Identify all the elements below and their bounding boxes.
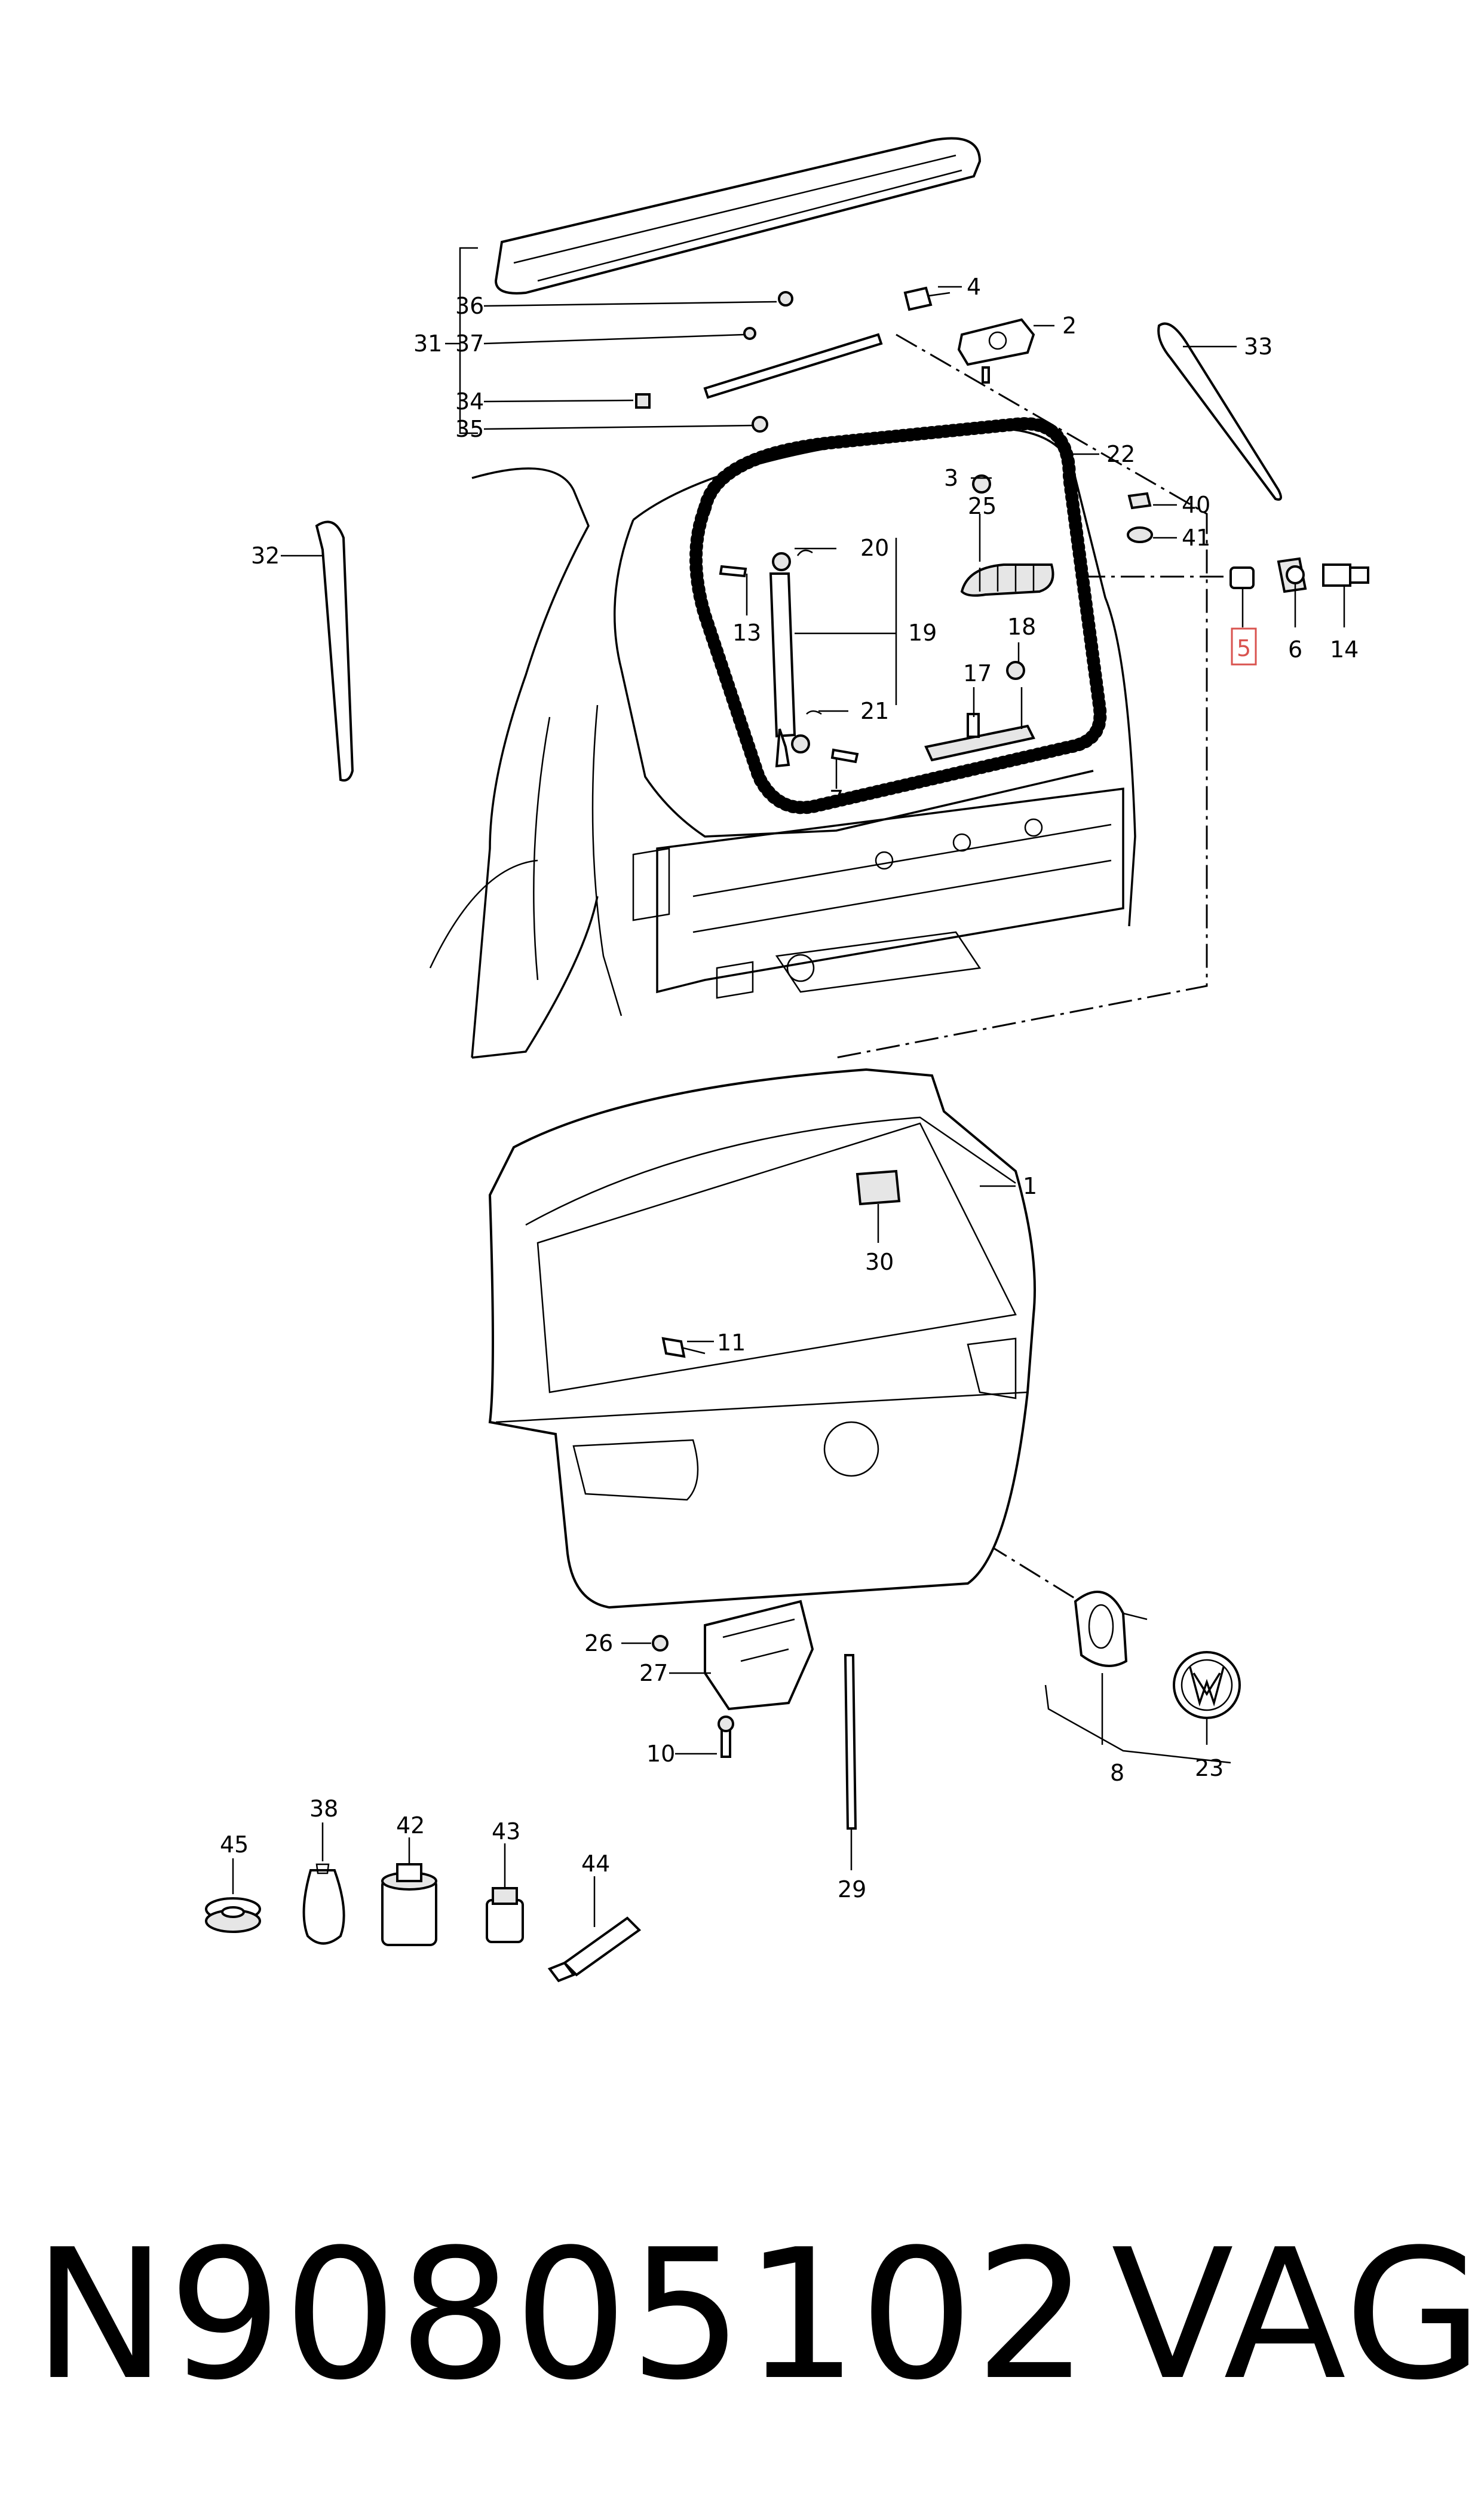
adhesive-tube [547,1916,642,1983]
spoiler-fasteners [635,291,883,433]
callout-43: 43 [492,1818,520,1845]
callout-21: 21 [860,698,889,724]
callout-10: 10 [646,1741,675,1767]
latch [704,1600,814,1711]
rear-spoiler [494,137,982,295]
emblem-housing [1074,1591,1148,1667]
sealant-bag [302,1863,345,1945]
callout-8: 8 [1110,1760,1124,1786]
tailgate-seal [689,417,1107,814]
callout-27: 27 [639,1660,668,1686]
callout-36: 36 [455,293,484,319]
callout-13: 13 [732,620,761,646]
vw-emblem [1173,1651,1241,1719]
callout-42: 42 [396,1812,425,1839]
primer-can [381,1863,437,1946]
callout-45: 45 [220,1831,249,1858]
fastener-set-5-6-14 [1229,557,1369,593]
part-number: N90805102 [33,2211,1090,2419]
callout-35: 35 [455,416,484,442]
leader-lines [232,286,1345,1927]
callout-29: 29 [838,1876,866,1903]
parts-diagram: 1 2 3 4 5 6 7 8 10 11 13 14 17 18 19 20 … [205,137,1369,1983]
callout-4: 4 [967,274,981,300]
callout-40: 40 [1182,492,1210,518]
callout-23: 23 [1195,1755,1224,1781]
callout-25: 25 [968,493,997,519]
callout-1: 1 [1023,1173,1037,1199]
brand-name: VAG [1111,2211,1484,2419]
callout-30: 30 [865,1249,894,1275]
tape-roll [205,1897,261,1933]
callout-14: 14 [1330,636,1359,663]
callout-32: 32 [251,543,280,569]
callout-26: 26 [584,1630,613,1656]
callout-3: 3 [944,465,958,491]
callout-6: 6 [1288,636,1302,663]
callout-33: 33 [1244,333,1273,360]
callout-38: 38 [309,1796,338,1822]
callout-37: 37 [455,330,484,357]
callout-7: 7 [829,786,844,812]
callout-34: 34 [455,388,484,415]
callout-labels: 1 2 3 4 5 6 7 8 10 11 13 14 17 18 19 20 … [220,274,1359,1903]
small-bottle [486,1887,524,1943]
callout-44: 44 [581,1851,610,1877]
tailgate [488,1068,1036,1609]
hinge [903,286,1035,384]
callout-11: 11 [717,1330,746,1356]
gas-strut [769,549,822,768]
callout-5: 5 [1237,635,1251,661]
grommet [960,563,1054,597]
callout-2: 2 [1062,313,1077,339]
callout-31: 31 [413,330,442,357]
callout-19: 19 [908,620,937,646]
callout-22: 22 [1106,441,1135,467]
callout-5-highlight [1231,627,1257,666]
callout-41: 41 [1182,525,1210,551]
footer: N90805102 VAG [0,2175,1484,2498]
callout-17: 17 [963,660,992,687]
callout-20: 20 [860,535,889,561]
callout-18: 18 [1007,614,1036,640]
